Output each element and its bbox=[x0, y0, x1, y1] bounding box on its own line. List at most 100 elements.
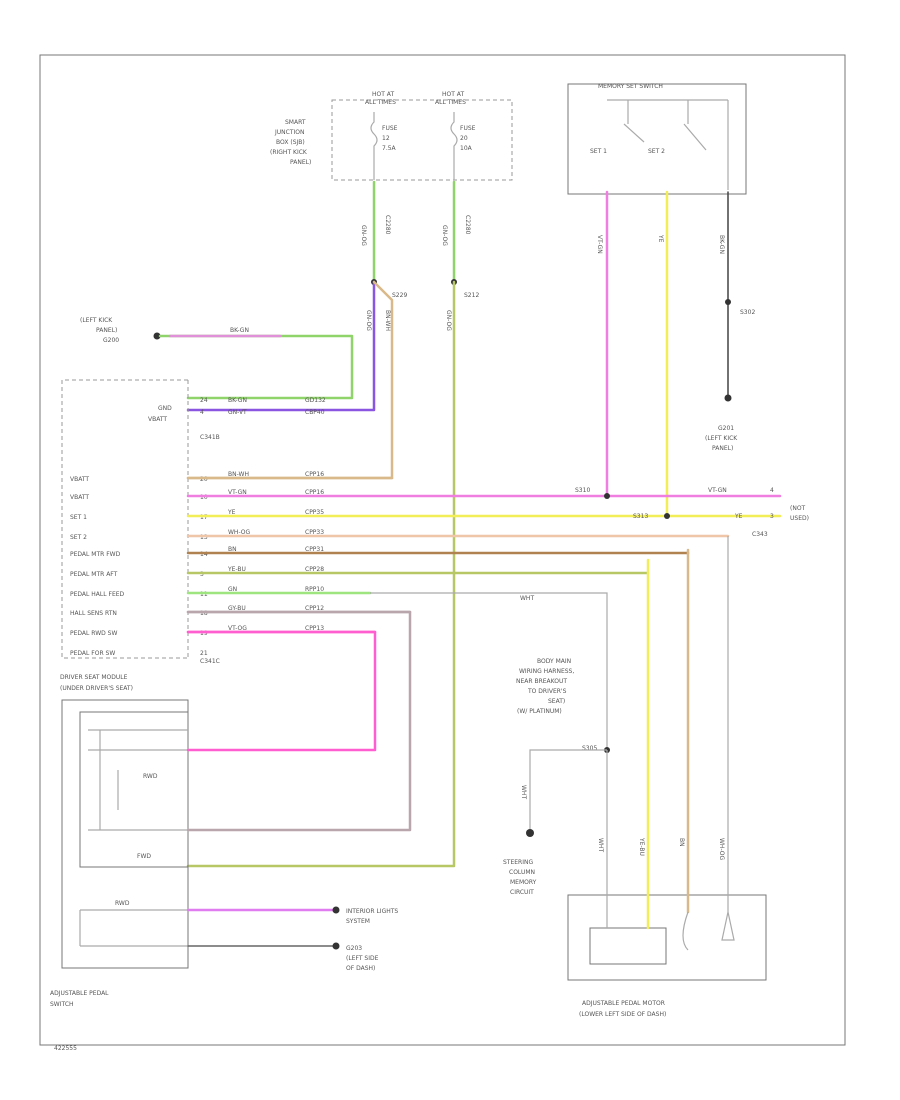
motor-code-aft: YE-BU bbox=[638, 837, 645, 856]
harness-note-5: (W/ PLATINUM) bbox=[517, 708, 562, 715]
wire-c-circuit-4: CPP31 bbox=[305, 546, 324, 553]
fuse-left-hot: HOT AT bbox=[372, 91, 394, 98]
harness-note-4: SEAT) bbox=[548, 698, 565, 705]
fuse-right-num: 20 bbox=[460, 135, 468, 142]
pin-b-num-0: 24 bbox=[200, 397, 208, 404]
sjb-label-1: JUNCTION bbox=[274, 129, 304, 136]
motor-code-set2: WH-OG bbox=[718, 838, 725, 860]
g203-ground-icon bbox=[332, 942, 340, 950]
wire-c-code-3: WH-OG bbox=[228, 529, 250, 536]
steering-wire-code: WHT bbox=[520, 785, 527, 799]
pin-b-num-1: 4 bbox=[200, 409, 204, 416]
pin-c-num-8: 19 bbox=[200, 630, 208, 637]
motor-code-fwd: BN bbox=[678, 838, 685, 847]
wire-set2-code: YE bbox=[657, 234, 664, 243]
right-end-b-code: YE bbox=[734, 513, 743, 520]
pin-c-name-3: SET 2 bbox=[70, 534, 87, 541]
wire-c-circuit-2: CPP35 bbox=[305, 509, 324, 516]
steering-label-0: STEERING bbox=[503, 859, 533, 866]
splice-s229: S229 bbox=[392, 292, 407, 299]
memory-set2: SET 2 bbox=[648, 148, 665, 155]
sjb-label-4: PANEL) bbox=[290, 159, 311, 166]
motor-code-wht: WHT bbox=[597, 838, 604, 852]
pedal-switch-fwd: FWD bbox=[137, 853, 151, 860]
wire-pedal-feed-main bbox=[186, 280, 456, 868]
pin-c-name-7: HALL SENS RTN bbox=[70, 610, 117, 617]
pin-c-name-2: SET 1 bbox=[70, 514, 87, 521]
wire-s229-code-b: BN-WH bbox=[384, 310, 391, 331]
wire-c-code-8: VT-OG bbox=[228, 625, 247, 632]
pin-c-name-5: PEDAL MTR AFT bbox=[70, 571, 118, 578]
wire-c-circuit-3: CPP33 bbox=[305, 529, 324, 536]
conn-left-label: C2280 bbox=[384, 215, 391, 235]
wire-c-code-7: GY-BU bbox=[228, 605, 246, 612]
pin-c-name-6: PEDAL HALL FEED bbox=[70, 591, 125, 598]
pin-c-num-2: 17 bbox=[200, 514, 208, 521]
wire-ground-code: BK-GN bbox=[718, 235, 725, 254]
fuse-right-amp: 10A bbox=[460, 145, 473, 152]
pedal-switch-title-1: SWITCH bbox=[50, 1001, 74, 1008]
wire-c-code-4: BN bbox=[228, 546, 237, 553]
wire-steering-wht bbox=[529, 749, 607, 830]
memory-switch-box bbox=[567, 83, 747, 195]
sjb-label-0: SMART bbox=[285, 119, 306, 126]
pedal-switch-title-0: ADJUSTABLE PEDAL bbox=[50, 990, 109, 997]
motor-winding-b bbox=[721, 911, 735, 941]
sjb-label-2: BOX (SJB) bbox=[276, 139, 305, 146]
pedal-switch-rwd: RWD bbox=[143, 773, 158, 780]
g201-label-0: G201 bbox=[718, 425, 734, 432]
diagram-frame bbox=[39, 54, 846, 1046]
pin-c-num-9: 21 bbox=[200, 650, 208, 657]
splice-s302: S302 bbox=[740, 309, 755, 316]
wire-pedal-hall bbox=[186, 610, 412, 832]
motor-winding-a bbox=[682, 911, 689, 951]
sjb-outline bbox=[331, 99, 513, 181]
g201-label-2: PANEL) bbox=[712, 445, 733, 452]
wire-vbatt-1 bbox=[186, 280, 394, 480]
splice-s313-dot bbox=[664, 513, 670, 519]
right-end-a-pin: 4 bbox=[770, 487, 774, 494]
steering-label-2: MEMORY bbox=[510, 879, 537, 886]
pin-c-num-5: 3 bbox=[200, 571, 204, 578]
pedal-switch-inner bbox=[79, 711, 189, 868]
wire-gnd-code: BK-GN bbox=[228, 397, 247, 404]
wire-vbatt-b bbox=[186, 280, 376, 412]
conn-c341c: C341C bbox=[200, 658, 220, 665]
interior-arrow-icon bbox=[332, 906, 340, 914]
pin-b-name-1: VBATT bbox=[148, 416, 167, 423]
harness-note: BODY MAIN WIRING HARNESS, NEAR BREAKOUT … bbox=[516, 658, 574, 715]
interior-label-1: SYSTEM bbox=[346, 918, 370, 925]
module-outline bbox=[61, 379, 188, 659]
adjustable-pedal-motor: ADJUSTABLE PEDAL MOTOR (LOWER LEFT SIDE … bbox=[567, 894, 767, 1018]
harness-note-0: BODY MAIN bbox=[537, 658, 571, 665]
memory-sw1-blade bbox=[623, 123, 645, 143]
wire-c-code-2: YE bbox=[227, 509, 236, 516]
wire-c-circuit-1: CPP16 bbox=[305, 489, 324, 496]
splice-s212: S212 bbox=[464, 292, 479, 299]
circuit-cbp40: CBP40 bbox=[305, 409, 325, 416]
memory-set-switch: MEMORY SET SWITCH SET 1 SET 2 bbox=[567, 83, 747, 195]
pedal-switch-rwd-label: RWD bbox=[115, 900, 130, 907]
fuse-left-hot2: ALL TIMES bbox=[365, 99, 396, 106]
g203-label-1: (LEFT SIDE bbox=[346, 955, 379, 962]
fuse-right-symbol bbox=[450, 112, 458, 180]
splice-s302-dot bbox=[725, 299, 731, 305]
wire-c-code-5: YE-BU bbox=[227, 566, 246, 573]
g203-label-2: OF DASH) bbox=[346, 965, 375, 972]
module-title-0: DRIVER SEAT MODULE bbox=[60, 674, 128, 681]
pedal-motor-unit bbox=[589, 927, 667, 965]
steering-label-1: COLUMN bbox=[509, 869, 535, 876]
conn-right-label: C2280 bbox=[464, 215, 471, 235]
wire-fuse-left-code: GN-OG bbox=[360, 225, 367, 246]
smart-junction-box: HOT AT ALL TIMES HOT AT ALL TIMES FUSE 1… bbox=[270, 91, 513, 235]
interior-label-0: INTERIOR LIGHTS bbox=[346, 908, 398, 915]
pin-c-num-0: 20 bbox=[200, 476, 208, 483]
g201-label-1: (LEFT KICK bbox=[705, 435, 738, 442]
footer-id: 422555 bbox=[54, 1045, 77, 1052]
pin-c-name-9: PEDAL FOR SW bbox=[70, 650, 115, 657]
pin-c-num-7: 18 bbox=[200, 610, 208, 617]
fuse-right-hot: HOT AT bbox=[442, 91, 464, 98]
wht-label: WHT bbox=[520, 595, 534, 602]
